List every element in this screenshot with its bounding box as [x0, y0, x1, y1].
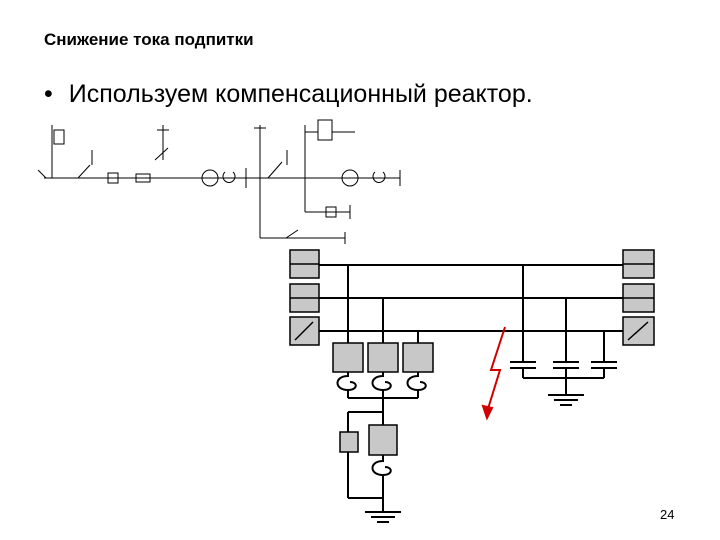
top-coil-2 [372, 171, 386, 183]
top-element-1 [107, 172, 119, 184]
top-left-box [53, 129, 65, 145]
slide-title: Снижение тока подпитки [44, 30, 254, 49]
compensation-reactor-icon [371, 455, 392, 477]
bullet-text: Используем компенсационный реактор. [68, 80, 533, 108]
top-coil-1 [222, 171, 236, 183]
page-number: 24 [660, 507, 675, 522]
right-bay [622, 249, 655, 346]
breaker-b [367, 342, 399, 373]
breaker-a [332, 342, 364, 373]
lightning-arrowhead [481, 404, 494, 421]
capacitor-bank [510, 361, 617, 406]
top-left-tick [37, 169, 47, 179]
reactor-a-coil [336, 372, 357, 392]
top-element-2 [135, 173, 151, 183]
top-switch-1 [77, 164, 91, 179]
top-reactor-2 [341, 169, 359, 187]
reactor-b-coil [371, 372, 392, 392]
phase-reactors [336, 372, 427, 412]
top-switch-3 [267, 161, 283, 179]
phase-breakers [332, 342, 434, 373]
top-branch-element [325, 206, 337, 218]
left-bay [289, 249, 320, 346]
ground-symbols [365, 511, 401, 523]
top-schematic [37, 119, 401, 244]
fault-lightning-icon [481, 326, 506, 421]
top-lower-switch [285, 229, 299, 239]
compensation-branch [339, 411, 398, 512]
left-switch-diag [294, 321, 314, 341]
top-right-box [317, 119, 333, 141]
phase-drops [347, 265, 605, 362]
bullet-marker: • [44, 80, 53, 108]
branch-small-breaker [339, 431, 359, 453]
top-reactor-1 [201, 169, 219, 187]
busbars [319, 264, 623, 332]
reactor-c-coil [406, 372, 427, 392]
bullet-item: • Используем компенсационный реактор. [44, 80, 533, 109]
lightning-bolt [486, 326, 506, 413]
right-switch-diag [627, 321, 649, 341]
breaker-c [402, 342, 434, 373]
compensation-breaker [368, 424, 398, 456]
top-switch-2 [154, 147, 169, 161]
